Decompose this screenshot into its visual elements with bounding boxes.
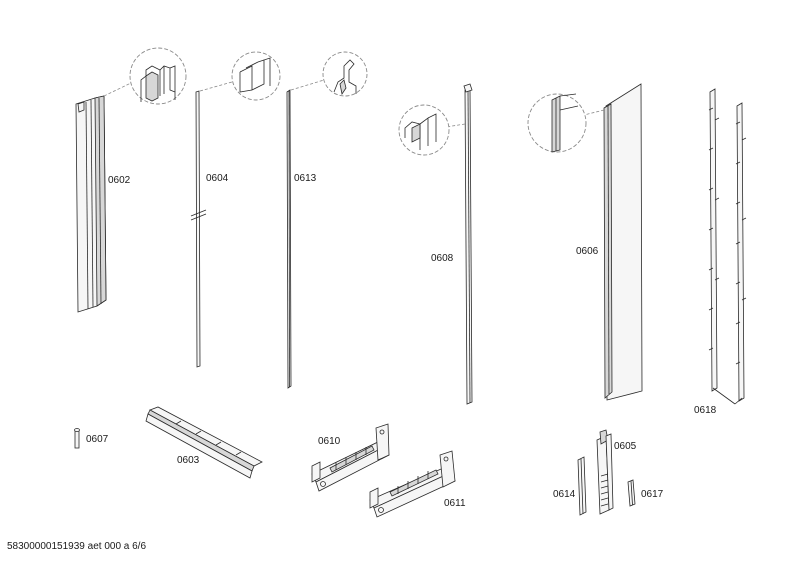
label-0602: 0602 [108, 175, 131, 186]
part-0602-profile [75, 95, 107, 313]
detail-bubble-0606 [527, 93, 605, 153]
part-0605-cover [596, 429, 614, 515]
label-0604: 0604 [206, 173, 229, 184]
label-0605: 0605 [614, 441, 637, 452]
label-0608: 0608 [431, 253, 454, 264]
part-0618-strips [708, 88, 747, 405]
part-0613-strip [286, 89, 292, 389]
part-0607-pin [74, 428, 80, 449]
part-0614-strip [577, 456, 587, 516]
part-0604-strip [190, 90, 207, 368]
detail-bubble-0613 [290, 51, 368, 97]
part-0608-rod [463, 83, 473, 405]
label-0614: 0614 [553, 489, 576, 500]
part-0606-panel [603, 83, 643, 401]
label-0610: 0610 [318, 436, 341, 447]
part-0603-rail [145, 406, 263, 479]
label-0617: 0617 [641, 489, 664, 500]
part-0610-bracket [311, 423, 390, 492]
label-0603: 0603 [177, 455, 200, 466]
label-0618: 0618 [694, 405, 717, 416]
label-0606: 0606 [576, 246, 599, 257]
detail-bubble-0604 [199, 51, 281, 101]
label-0607: 0607 [86, 434, 109, 445]
part-0617-block [627, 479, 636, 507]
part-0611-bracket [369, 450, 456, 518]
label-0611: 0611 [444, 498, 466, 509]
drawing-footer-id: 58300000151939 aet 000 a 6/6 [7, 541, 147, 552]
detail-bubble-0608 [398, 104, 466, 156]
detail-bubble-0602 [103, 47, 187, 105]
label-0613: 0613 [294, 173, 317, 184]
